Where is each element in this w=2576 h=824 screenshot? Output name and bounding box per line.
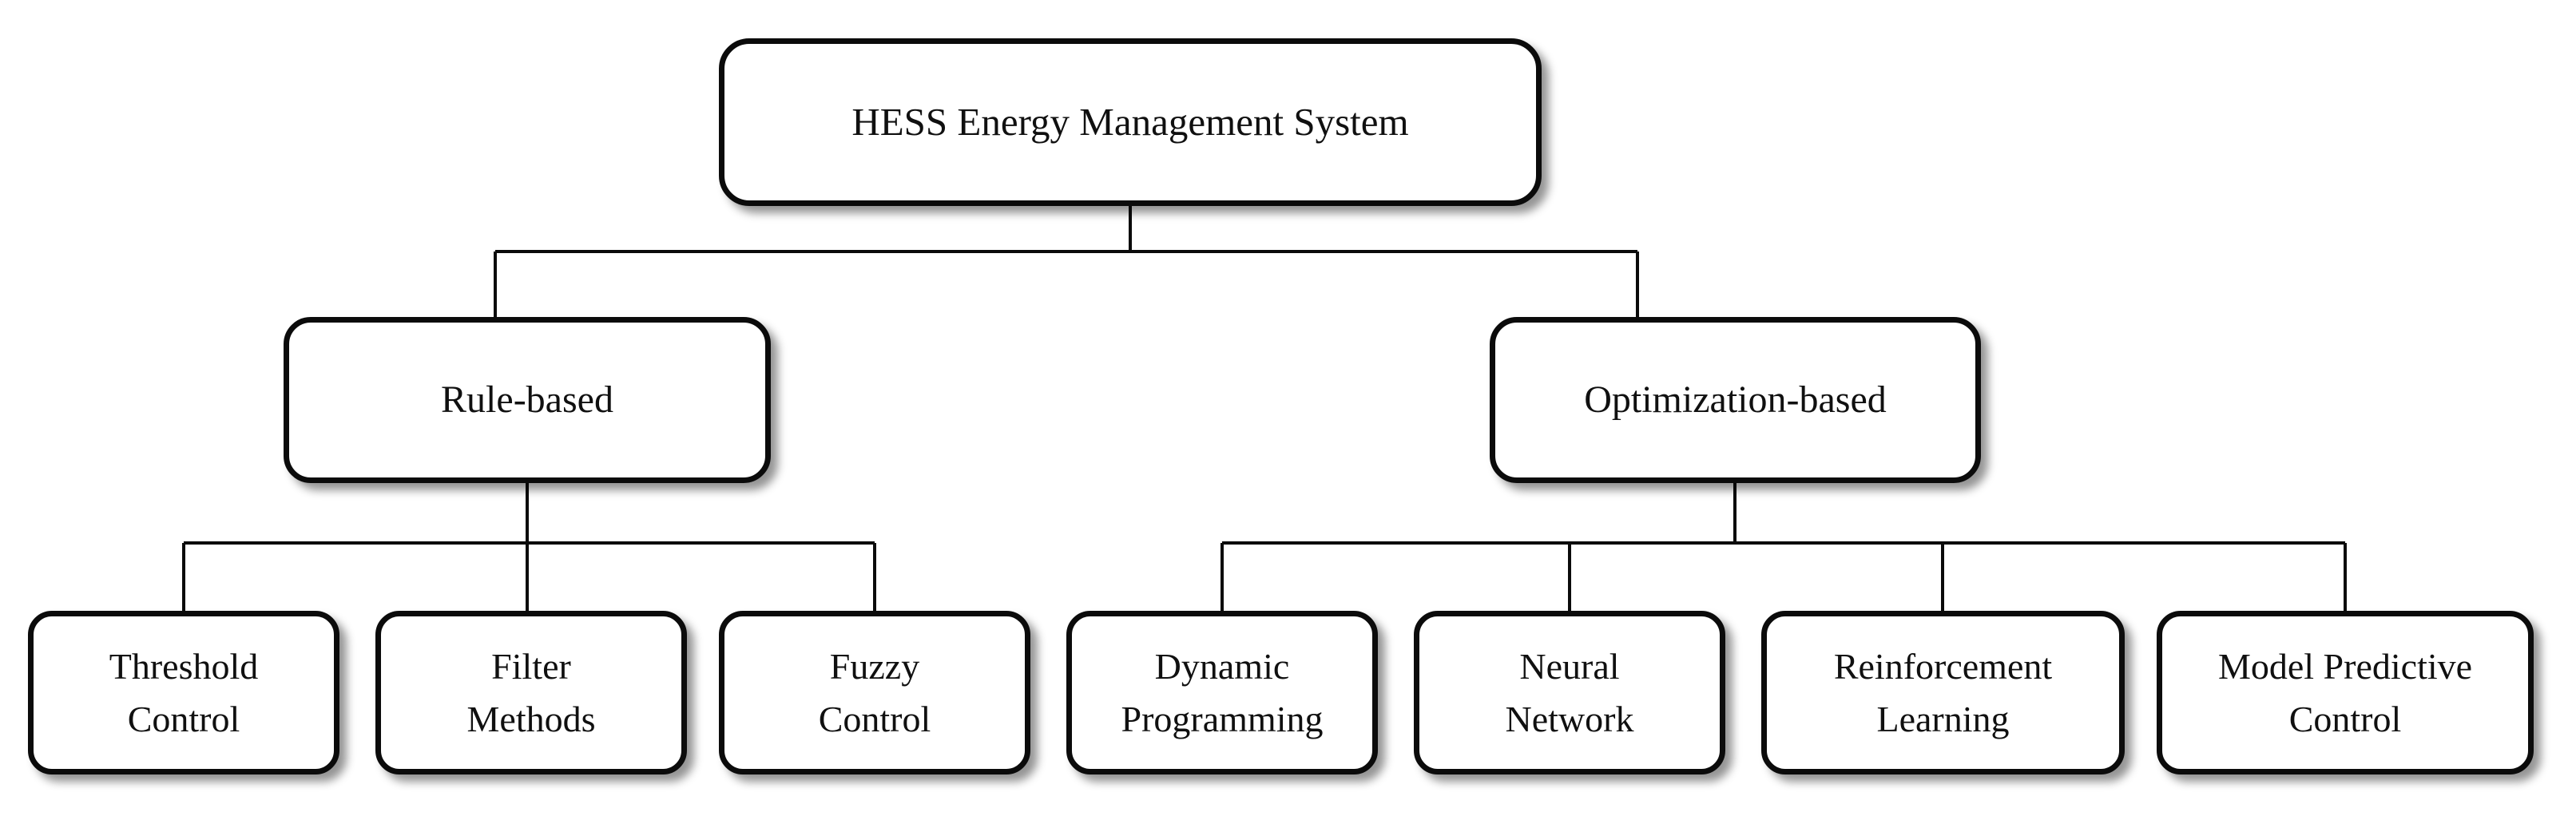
node-fuzzy-control[interactable]: Fuzzy Control <box>719 611 1030 774</box>
node-threshold-control[interactable]: Threshold Control <box>28 611 339 774</box>
node-hess-ems[interactable]: HESS Energy Management System <box>719 38 1542 206</box>
node-label: Threshold Control <box>109 646 259 739</box>
node-dynamic-programming[interactable]: Dynamic Programming <box>1066 611 1378 774</box>
node-optimization-based[interactable]: Optimization-based <box>1490 317 1981 483</box>
node-reinforcement-learning[interactable]: Reinforcement Learning <box>1761 611 2125 774</box>
node-label: Model Predictive Control <box>2217 646 2473 739</box>
node-label: Neural Network <box>1505 646 1634 739</box>
node-filter-methods[interactable]: Filter Methods <box>375 611 687 774</box>
node-label: Optimization-based <box>1584 378 1887 421</box>
node-neural-network[interactable]: Neural Network <box>1414 611 1725 774</box>
node-label: HESS Energy Management System <box>851 100 1409 145</box>
node-label: Dynamic Programming <box>1121 646 1324 739</box>
node-label: Filter Methods <box>466 646 596 739</box>
node-label: Reinforcement Learning <box>1833 646 2053 739</box>
node-model-predictive-control[interactable]: Model Predictive Control <box>2157 611 2534 774</box>
node-label: Rule-based <box>441 378 613 421</box>
node-label: Fuzzy Control <box>818 646 931 739</box>
node-rule-based[interactable]: Rule-based <box>284 317 771 483</box>
